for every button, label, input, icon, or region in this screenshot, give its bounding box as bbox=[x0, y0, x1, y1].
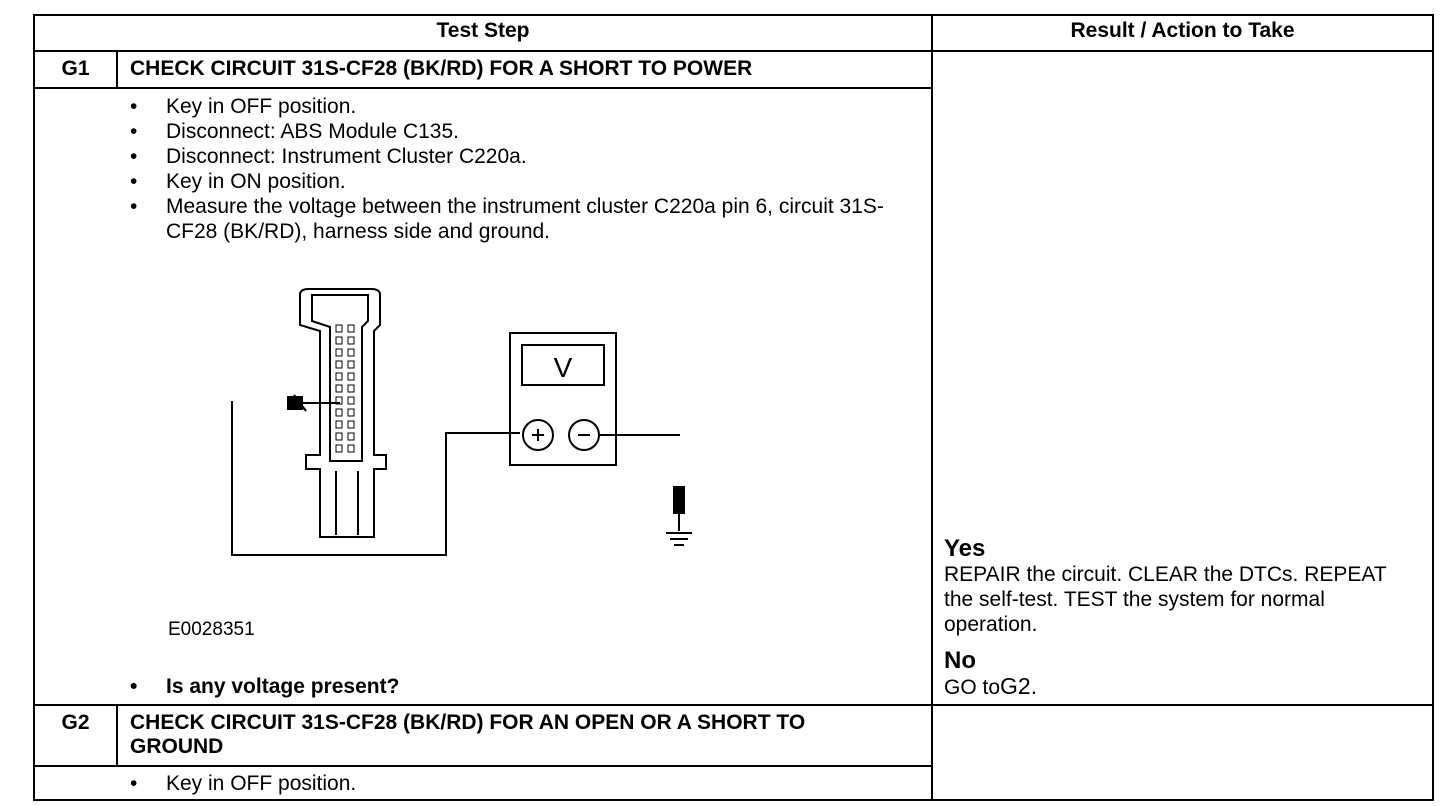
g2-title-border bbox=[33, 765, 933, 767]
g2-title: CHECK CIRCUIT 31S-CF28 (BK/RD) FOR AN OP… bbox=[130, 711, 806, 758]
g1-question-list: Is any voltage present? bbox=[130, 674, 890, 699]
table-top-border bbox=[33, 14, 1434, 16]
g1-step-list: Key in OFF position. Disconnect: ABS Mod… bbox=[130, 94, 890, 244]
g1-bottom-border bbox=[33, 704, 1434, 706]
list-item: Disconnect: ABS Module C135. bbox=[130, 119, 890, 144]
g2-id-divider bbox=[116, 704, 118, 767]
list-item: Key in OFF position. bbox=[130, 94, 890, 119]
header-test-step: Test Step bbox=[436, 19, 530, 42]
g1-id-divider bbox=[116, 50, 118, 89]
list-item: Measure the voltage between the instrume… bbox=[130, 194, 890, 244]
list-item: Key in OFF position. bbox=[130, 771, 890, 796]
table-right-border bbox=[1432, 14, 1434, 801]
meter-display-symbol: V bbox=[554, 352, 573, 383]
g1-step-id: G1 bbox=[61, 57, 90, 80]
g2-step-list: Key in OFF position. bbox=[130, 771, 890, 796]
list-item: Key in ON position. bbox=[130, 169, 890, 194]
connector-pins bbox=[335, 324, 355, 453]
header-result-action: Result / Action to Take bbox=[1070, 19, 1295, 42]
g1-title: CHECK CIRCUIT 31S-CF28 (BK/RD) FOR A SHO… bbox=[130, 57, 753, 80]
list-item: Disconnect: Instrument Cluster C220a. bbox=[130, 144, 890, 169]
yes-label: Yes bbox=[944, 535, 986, 562]
voltmeter-icon bbox=[509, 332, 680, 466]
ground-symbol-icon bbox=[666, 486, 692, 546]
figure-id: E0028351 bbox=[168, 619, 255, 640]
connector-c220a-icon bbox=[299, 288, 387, 538]
yes-action-text: REPAIR the circuit. CLEAR the DTCs. REPE… bbox=[944, 563, 1387, 636]
g2-step-id: G2 bbox=[61, 711, 90, 734]
no-label: No bbox=[944, 647, 976, 674]
column-divider bbox=[931, 14, 933, 801]
table-left-border bbox=[33, 14, 35, 801]
go-to-g2-link[interactable]: G2. bbox=[1000, 673, 1038, 699]
voltage-measurement-diagram: V bbox=[231, 288, 692, 556]
header-bottom-border bbox=[33, 50, 1434, 52]
g1-result-no: No GO toG2. bbox=[944, 648, 1414, 700]
probe-icon bbox=[287, 394, 340, 412]
table-bottom-border bbox=[33, 799, 1434, 801]
question-text: Is any voltage present? bbox=[130, 674, 890, 699]
no-action-prefix: GO to bbox=[944, 676, 1001, 699]
no-action-text: GO toG2. bbox=[944, 674, 1414, 700]
g1-result-yes: Yes REPAIR the circuit. CLEAR the DTCs. … bbox=[944, 536, 1414, 637]
g1-title-border bbox=[33, 87, 933, 89]
